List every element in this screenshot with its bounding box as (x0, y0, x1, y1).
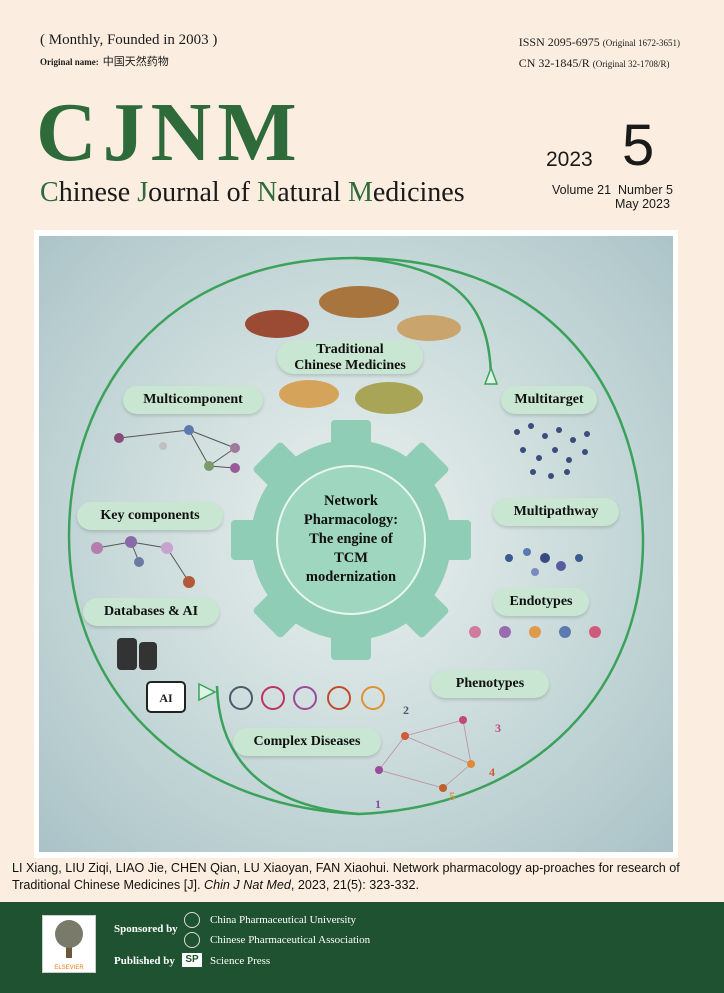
elsevier-wordmark: ELSEVIER (54, 965, 84, 971)
journal-name-n: N (256, 177, 278, 208)
journal-name-c: C (40, 177, 59, 208)
cycle-arc-right (354, 256, 645, 816)
cluster-number-3: 3 (495, 721, 501, 735)
original-name: Original name:中国天然药物 (40, 53, 217, 69)
cn-line: CN 32-1845/R (Original 32-1708/R) (519, 53, 680, 74)
multicomponent-network (114, 425, 240, 473)
issn: ISSN 2095-6975 (518, 35, 600, 49)
cover-graphic: AI 1 2 3 4 5 (67, 256, 645, 816)
published-by-label: Published by (114, 955, 175, 967)
ai-monitor-icon: AI (146, 681, 186, 713)
sponsor-1: China Pharmaceutical University (210, 914, 357, 926)
key-components-network (91, 536, 195, 588)
arrowhead-left (198, 682, 217, 702)
herb-illustrations (245, 286, 461, 414)
citation: LI Xiang, LIU Ziqi, LIAO Jie, CHEN Qian,… (12, 860, 712, 894)
issue-date: May 2023 (615, 197, 670, 211)
issue-number: 5 (622, 113, 655, 178)
citation-journal: Chin J Nat Med (204, 878, 291, 892)
science-press-logo-icon: SP (182, 953, 202, 967)
label-key-components: Key components (77, 502, 223, 530)
label-tcm-line-1: Traditional (316, 342, 384, 357)
multipathway-network (505, 548, 583, 576)
cpu-emblem-icon (184, 912, 200, 928)
issn-line: ISSN 2095-6975 (Original 1672-3651) (519, 32, 680, 53)
journal-logo: CJNM (36, 86, 303, 179)
gear-icon (231, 420, 471, 660)
cycle-inner-right (354, 256, 493, 377)
frequency-block: ( Monthly, Founded in 2003 ) Original na… (40, 32, 217, 69)
footer (0, 902, 724, 993)
elsevier-logo: ELSEVIER (42, 915, 96, 973)
cpa-emblem-icon (184, 932, 200, 948)
label-multitarget: Multitarget (501, 386, 597, 414)
cycle-inner-left (215, 685, 360, 816)
cluster-number-4: 4 (489, 765, 495, 779)
number: Number 5 (618, 183, 673, 197)
database-icon (117, 638, 157, 670)
cluster-number-1: 1 (375, 797, 381, 811)
center-title-line-5: modernization (305, 569, 397, 585)
center-title-line-2: Pharmacology: (303, 512, 399, 528)
sponsored-by-label: Sponsored by (114, 923, 178, 935)
label-complex-diseases: Complex Diseases (233, 728, 381, 756)
cn: CN 32-1845/R (518, 56, 590, 70)
original-name-label: Original name: (40, 57, 99, 67)
issue-year: 2023 (546, 148, 593, 171)
label-phenotypes: Phenotypes (431, 670, 549, 698)
journal-name-j: J (137, 177, 149, 208)
cover-illustration: AI 1 2 3 4 5 (39, 236, 673, 852)
disease-network (375, 716, 475, 792)
journal-name-hinese: hinese (58, 177, 138, 208)
volume-number: Volume 21 Number 5 (552, 182, 673, 198)
organ-icons (229, 686, 385, 710)
cluster-number-5: 5 (449, 789, 455, 803)
journal-name-m: M (347, 177, 373, 208)
center-title-line-1: Network (324, 493, 378, 509)
label-endotypes: Endotypes (493, 588, 589, 616)
citation-authors: LI Xiang, LIU Ziqi, LIAO Jie, CHEN Qian,… (12, 861, 680, 892)
cn-original: (Original 32-1708/R) (592, 59, 670, 69)
center-title: Network Pharmacology: The engine of TCM … (287, 492, 415, 587)
center-title-line-3: The engine of (309, 531, 393, 547)
center-title-line-4: TCM (334, 550, 368, 566)
cluster-number-2: 2 (403, 703, 409, 717)
label-tcm-line-2: Chinese Medicines (294, 358, 406, 373)
issn-block: ISSN 2095-6975 (Original 1672-3651) CN 3… (519, 32, 680, 74)
citation-details: , 2023, 21(5): 323-332. (290, 878, 419, 892)
cycle-arc-left (67, 256, 360, 816)
label-multipathway: Multipathway (493, 498, 619, 526)
label-databases-ai: Databases & AI (83, 598, 219, 626)
journal-name-edicines: edicines (372, 177, 465, 208)
ai-badge: AI (159, 691, 173, 705)
volume: Volume 21 (552, 183, 612, 197)
label-tcm: Traditional Chinese Medicines (277, 340, 423, 374)
frequency-text: ( Monthly, Founded in 2003 ) (40, 32, 218, 48)
multitarget-network (514, 423, 590, 479)
issn-original: (Original 1672-3651) (602, 38, 680, 48)
elsevier-tree-icon (55, 920, 83, 958)
journal-name-atural: atural (277, 177, 348, 208)
publisher: Science Press (210, 955, 271, 967)
label-multicomponent: Multicomponent (123, 386, 263, 414)
journal-name: Chinese Journal of Natural Medicines (40, 176, 465, 210)
original-name-value: 中国天然药物 (102, 55, 169, 68)
endotype-clusters (469, 626, 601, 638)
arrowhead-right (483, 365, 499, 385)
sponsor-2: Chinese Pharmaceutical Association (210, 934, 371, 946)
journal-name-ournal: ournal of (148, 177, 257, 208)
